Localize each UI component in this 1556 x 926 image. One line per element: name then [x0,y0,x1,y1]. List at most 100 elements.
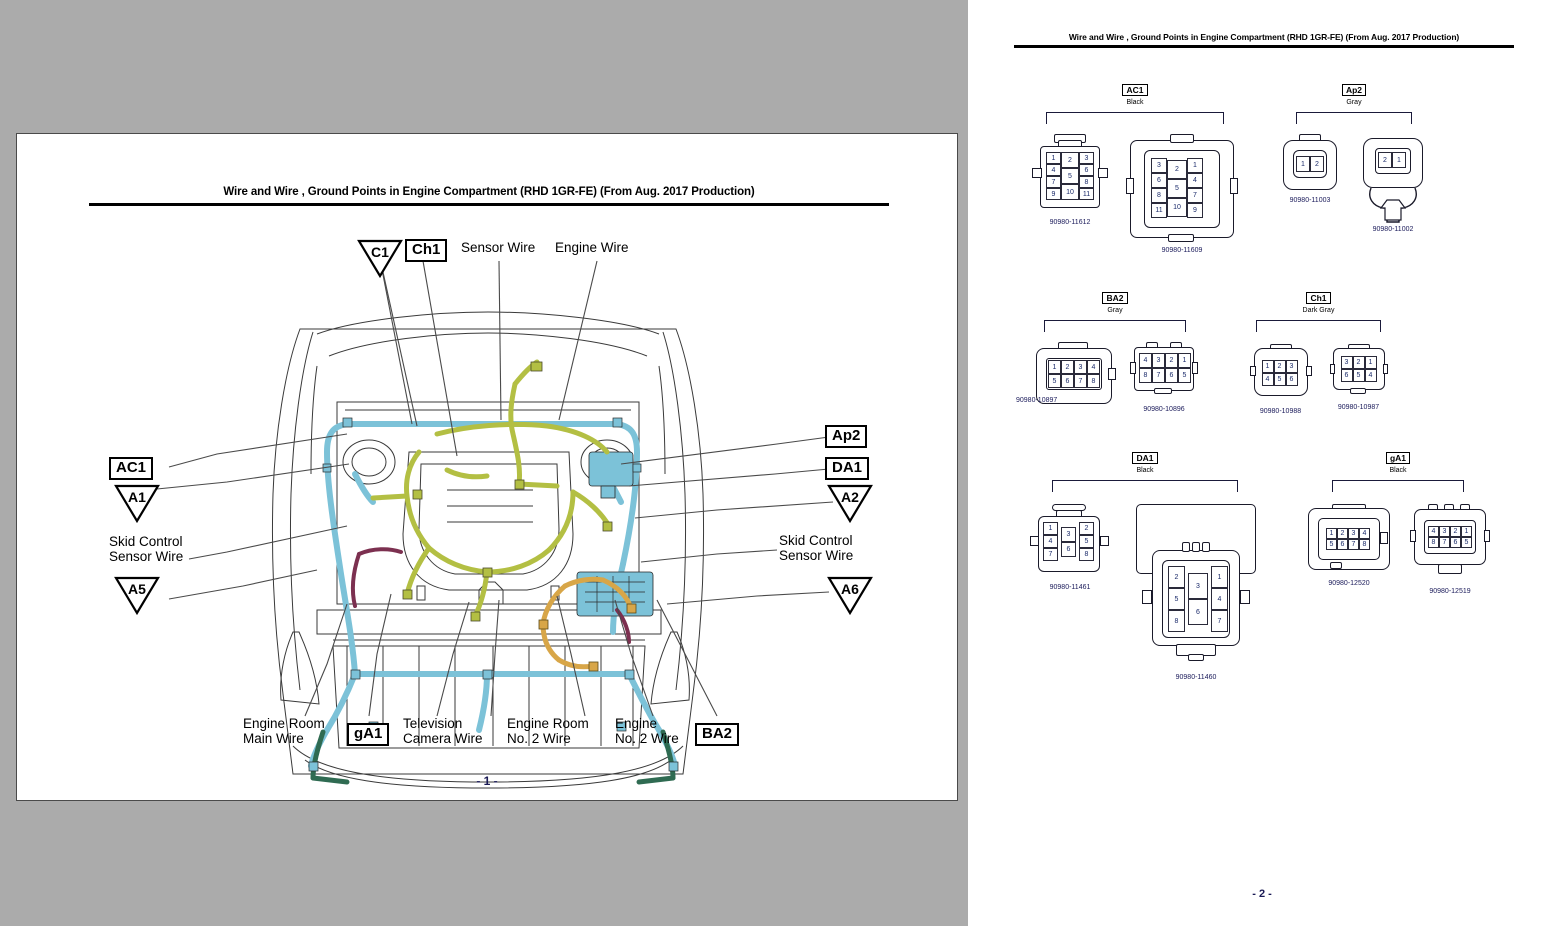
ba2-color: Gray [1107,307,1123,314]
pin: 6 [1450,537,1461,548]
page-1-number: - 1 - [476,774,498,788]
pin: 4 [1261,373,1274,386]
connector-90980-12520[interactable]: 1 2 3 4 5 6 7 8 90980-12520 [1306,504,1392,587]
pin: 4 [1087,360,1100,374]
pin: 3 [1074,360,1087,374]
connector-90980-11003[interactable]: 1 2 90980-11003 [1279,134,1341,204]
ac1-color: Black [1126,99,1144,106]
ap2-title: Ap2 Gray [1264,80,1444,106]
ch1-right-partno: 90980-10987 [1337,404,1380,411]
label-engine-room-main-wire: Engine Room Main Wire [243,716,325,747]
ga1-title: gA1 Black [1298,448,1498,474]
ap2-boot-icon [1369,187,1417,223]
pin: 7 [1439,537,1450,548]
pin: 6 [1165,368,1178,383]
pin: 1 [1326,528,1337,539]
pin: 4 [1046,164,1061,176]
label-c1-text: C1 [371,244,389,260]
page-1-header: Wire and Wire , Ground Points in Engine … [89,186,889,206]
pin: 2 [1310,156,1324,172]
page-2-header: Wire and Wire , Ground Points in Engine … [1014,32,1514,48]
pin: 1 [1178,353,1191,368]
ap2-right-partno: 90980-11002 [1372,226,1414,233]
ga1-left-partno: 90980-12520 [1328,580,1370,587]
pin: 5 [1178,368,1191,383]
pin: 8 [1079,548,1094,561]
da1-left-col-2: 3 6 [1058,522,1079,561]
ac1-left-col-3: 3 6 8 11 [1079,152,1094,200]
pin: 2 [1273,360,1286,373]
pin: 1 [1046,152,1061,164]
da1-left-partno: 90980-11461 [1049,584,1091,591]
connector-90980-10988[interactable]: 1 2 3 4 5 6 90980-10988 [1249,344,1312,415]
pin: 2 [1337,528,1348,539]
pin: 10 [1167,197,1187,217]
connector-90980-11609[interactable]: 3 6 8 11 2 5 10 1 [1126,134,1238,254]
pin: 3 [1152,353,1165,368]
da1-bracket [1052,480,1238,492]
connector-90980-10987[interactable]: 3 2 1 6 5 4 90980-10987 [1329,344,1388,411]
ac1-left-col-2: 2 5 10 [1061,152,1079,200]
connector-90980-11612[interactable]: 1 4 7 9 2 5 10 3 [1032,134,1108,226]
pin: 5 [1061,168,1079,184]
connector-90980-10897[interactable]: 1 2 3 4 5 6 7 8 90980-10897 [1032,342,1116,418]
pin: 4 [1364,369,1377,382]
pin: 4 [1139,353,1152,368]
ba2-right-partno: 90980-10896 [1143,406,1185,413]
ch1-title: Ch1 Dark Gray [1226,288,1411,314]
ga1-code: gA1 [1385,452,1411,464]
leader-lines [156,253,834,717]
connector-group-ap2: Ap2 Gray 1 2 90980-11 [1264,80,1444,233]
pin: 1 [1392,152,1406,168]
ac1-bracket [1046,112,1224,124]
pin: 5 [1461,537,1472,548]
ga1-color: Black [1389,467,1407,474]
label-c1-triangle: C1 [357,238,403,278]
label-a5-triangle: A5 [114,575,160,615]
pin: 2 [1061,360,1074,374]
pin: 8 [1151,188,1167,203]
pin: 3 [1348,528,1359,539]
ac1-right-col-1: 3 6 8 11 [1151,158,1167,218]
pin: 5 [1273,373,1286,386]
connector-group-ch1: Ch1 Dark Gray 1 2 3 [1226,288,1411,415]
pin: 6 [1285,373,1298,386]
pin: 1 [1461,526,1472,537]
pin: 6 [1188,599,1208,625]
pin: 3 [1061,526,1076,542]
page-1-header-title: Wire and Wire , Ground Points in Engine … [223,186,755,198]
label-ac1-box: AC1 [109,457,154,480]
pin: 7 [1348,539,1359,550]
ch1-bracket [1256,320,1381,332]
engine-compartment-diagram [272,311,704,789]
header-rule [89,203,889,206]
ba2-title: BA2 Gray [1010,288,1220,314]
page-2-number: - 2 - [1252,888,1272,900]
connector-90980-10896[interactable]: 4 3 2 1 8 7 6 5 90980-10896 [1130,342,1198,413]
pin: 6 [1061,541,1076,557]
connector-group-ac1: AC1 Black 1 [1010,80,1260,254]
connector-90980-12519[interactable]: 4 3 2 1 8 7 6 5 90980-12519 [1410,504,1490,595]
pin: 1 [1043,522,1058,535]
page-1: Wire and Wire , Ground Points in Engine … [16,133,958,801]
connector-90980-11002[interactable]: 2 1 90980-11002 [1357,134,1429,233]
pin: 8 [1139,368,1152,383]
pin: 2 [1378,152,1392,168]
pin: 4 [1359,528,1370,539]
ac1-right-col-3: 1 4 7 9 [1187,158,1203,218]
label-a2-triangle: A2 [827,483,873,523]
pin: 8 [1087,374,1100,388]
pin: 8 [1168,610,1185,632]
ga1-right-partno: 90980-12519 [1429,588,1471,595]
connector-90980-11460[interactable]: 2 5 8 3 6 1 4 7 [1132,504,1260,681]
right-page-pane: Wire and Wire , Ground Points in Engine … [968,0,1556,926]
pin: 4 [1187,173,1203,188]
pin: 3 [1340,356,1353,369]
ap2-color: Gray [1346,99,1362,106]
label-engine-room-no2-wire: Engine Room No. 2 Wire [507,716,589,747]
pin: 5 [1048,374,1061,388]
pin: 9 [1046,188,1061,200]
da1-right-col-1: 2 5 8 [1168,566,1185,632]
connector-90980-11461[interactable]: 1 4 7 3 6 2 5 8 [1030,504,1110,591]
label-ba2-box: BA2 [695,723,740,746]
